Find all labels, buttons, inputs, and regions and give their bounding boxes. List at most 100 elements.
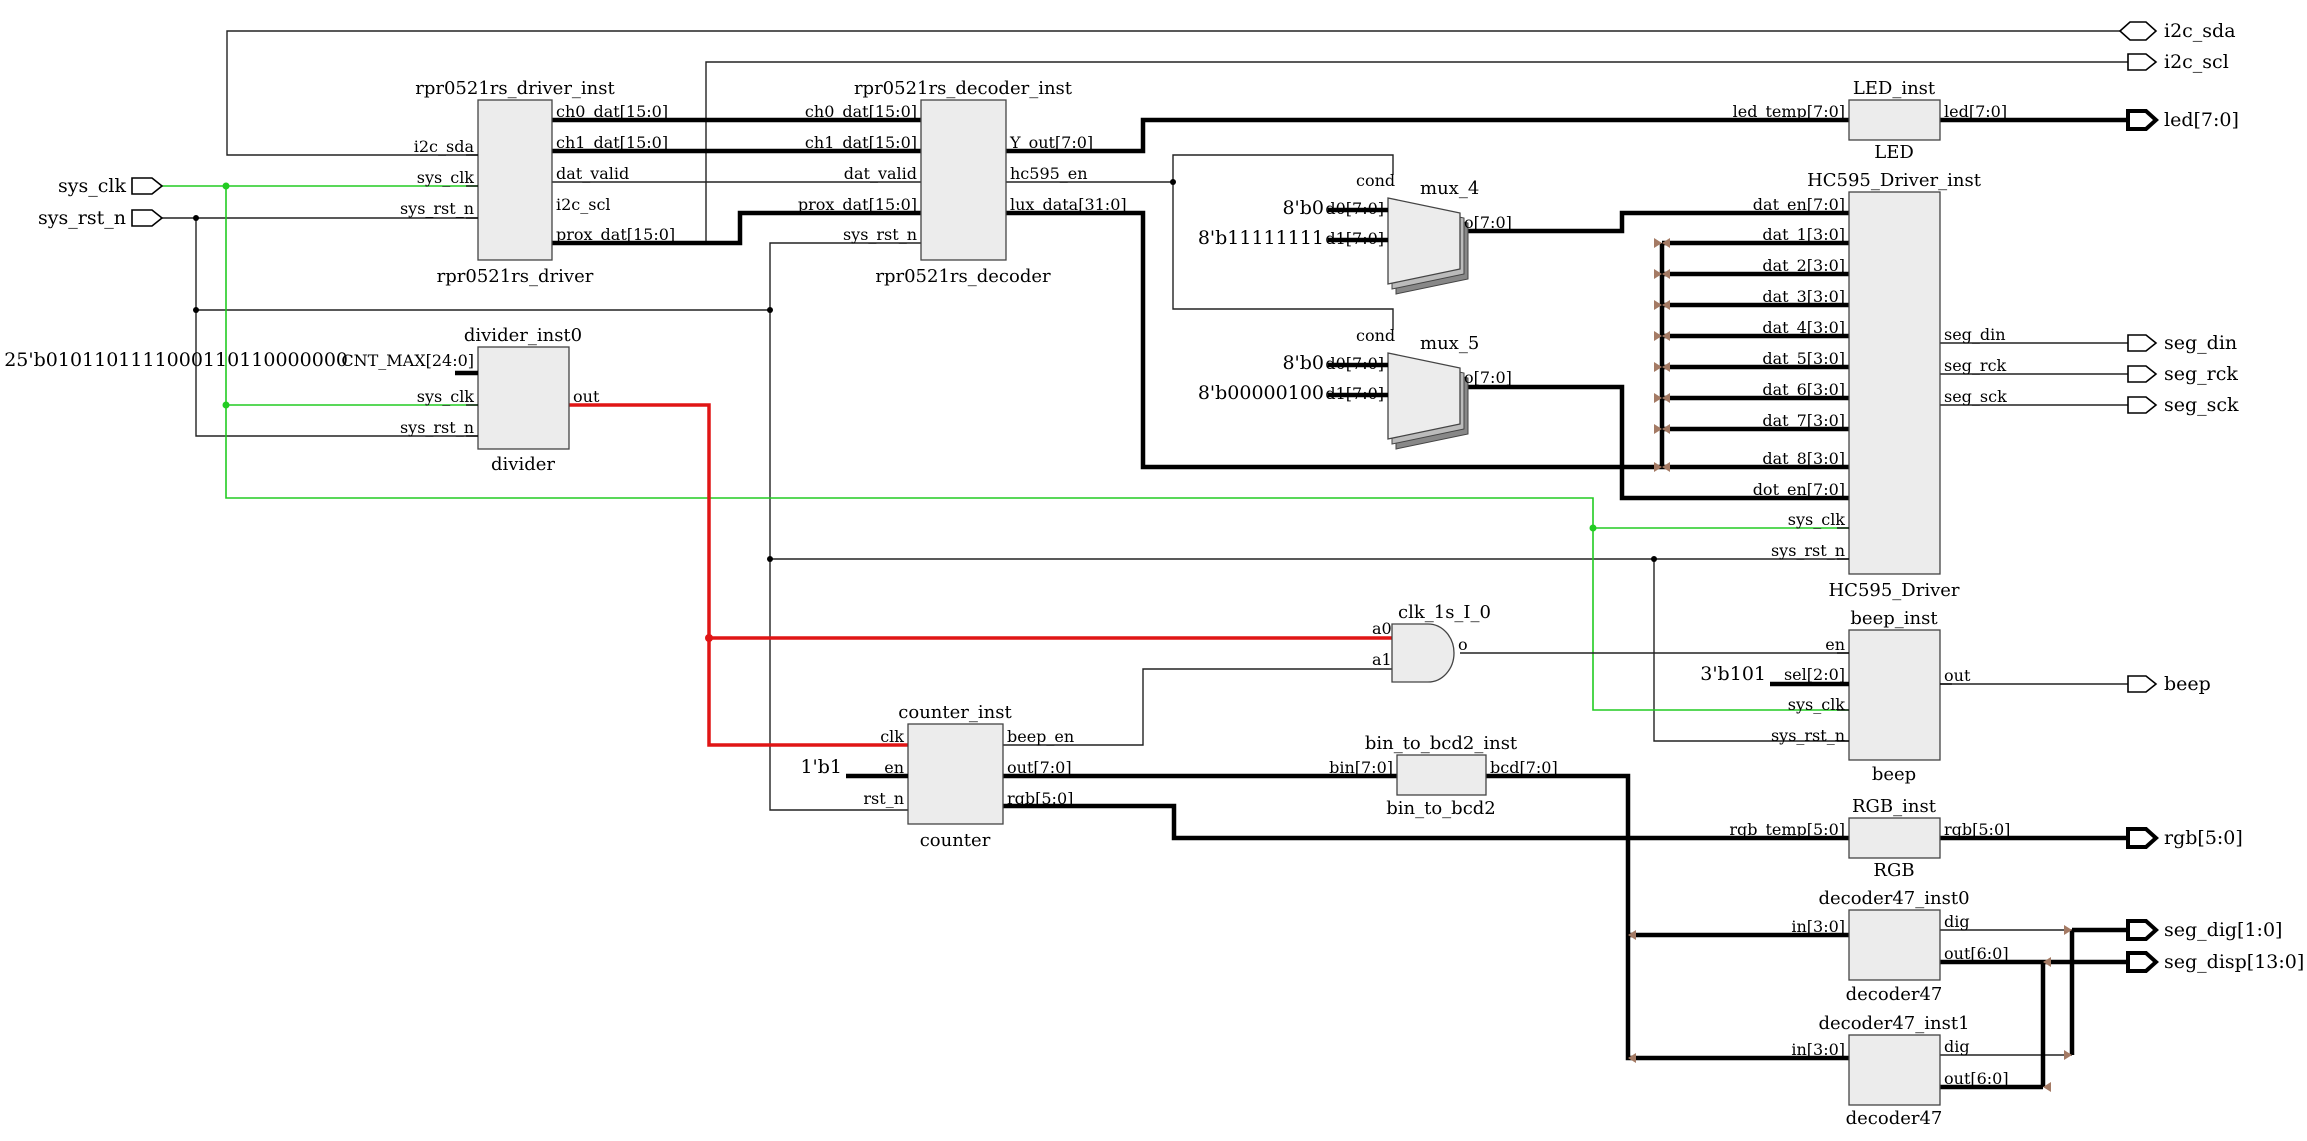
module-type: beep (1872, 764, 1916, 785)
port-label: seg_sck (2164, 394, 2239, 416)
module-rgb[interactable]: RGB_inst RGB rgb_temp[5:0] rgb[5:0] (1729, 796, 2010, 881)
port-seg-dig[interactable]: seg_dig[1:0] (2126, 919, 2282, 941)
pin-label: dat_en[7:0] (1753, 195, 1845, 214)
port-beep[interactable]: beep (2127, 673, 2211, 695)
pin-label: out (1944, 666, 1971, 685)
module-type: bin_to_bcd2 (1386, 798, 1496, 819)
pin-label: dat_valid (556, 164, 629, 183)
instance-name: RGB_inst (1852, 796, 1937, 817)
constant: 8'b0 (1282, 352, 1324, 374)
module-hc595-driver[interactable]: HC595_Driver_inst HC595_Driver dat_en[7:… (1753, 170, 2007, 601)
constant: 25'b0101101111000110110000000 (4, 349, 348, 371)
module-rpr0521rs-driver[interactable]: rpr0521rs_driver_inst rpr0521rs_driver i… (400, 78, 675, 287)
module-rpr0521rs-decoder[interactable]: rpr0521rs_decoder_inst rpr0521rs_decoder… (798, 78, 1127, 287)
port-i2c-scl[interactable]: i2c_scl (2127, 51, 2229, 73)
pin-label: prox_dat[15:0] (798, 195, 917, 214)
module-type: rpr0521rs_driver (437, 266, 594, 287)
pin-label: dat_3[3:0] (1762, 287, 1845, 306)
module-bin-to-bcd2[interactable]: bin_to_bcd2_inst bin_to_bcd2 bin[7:0] bc… (1329, 733, 1558, 819)
pin-label: led[7:0] (1944, 102, 2007, 121)
pin-label: bin[7:0] (1329, 758, 1393, 777)
and-gate-clk-1s[interactable]: clk_1s_I_0 a0 a1 o (1372, 602, 1491, 683)
pin-label: sys_rst_n (1771, 541, 1845, 560)
pin-label: prox_dat[15:0] (556, 225, 675, 244)
module-counter[interactable]: counter_inst counter clk en rst_n beep_e… (800, 702, 1074, 851)
port-seg-din[interactable]: seg_din (2127, 332, 2237, 354)
pin-label: dat_1[3:0] (1762, 225, 1845, 244)
pin-label: out[6:0] (1944, 1069, 2009, 1088)
wires (160, 30, 2128, 1090)
pin-label: rgb[5:0] (1944, 820, 2010, 839)
instance-name: decoder47_inst1 (1818, 1013, 1969, 1034)
pin-label: sys_clk (417, 387, 475, 406)
module-type: HC595_Driver (1828, 580, 1959, 601)
pin-label: Y_out[7:0] (1009, 133, 1093, 152)
port-label: beep (2164, 673, 2211, 695)
pin-label: seg_sck (1944, 387, 2007, 406)
mux-5[interactable]: mux_5 cond d0[7:0] d1[7:0] o[7:0] 8'b0 8… (1198, 326, 1512, 450)
pin-label: CNT_MAX[24:0] (341, 351, 474, 370)
pin-label: dat_6[3:0] (1762, 380, 1845, 399)
instance-name: HC595_Driver_inst (1807, 170, 1982, 191)
port-seg-rck[interactable]: seg_rck (2127, 363, 2238, 385)
pin-label: lux_data[31:0] (1010, 195, 1127, 214)
module-divider[interactable]: divider_inst0 divider CNT_MAX[24:0] sys_… (4, 325, 600, 475)
pin-label: seg_din (1944, 325, 2006, 344)
pin-label: sys_clk (1788, 510, 1846, 529)
instance-name: counter_inst (898, 702, 1012, 723)
pin-label: sys_rst_n (400, 418, 474, 437)
pin-label: en (1825, 635, 1845, 654)
module-type: decoder47 (1846, 1108, 1943, 1129)
port-label: led[7:0] (2164, 109, 2239, 131)
top-ports: sys_clk sys_rst_n i2c_sda i2c_scl led[7:… (38, 20, 2304, 973)
pin-label: sys_clk (417, 168, 475, 187)
module-led[interactable]: LED_inst LED led_temp[7:0] led[7:0] (1733, 78, 2007, 163)
pin-label: seg_rck (1944, 356, 2007, 375)
pin-label: beep_en (1007, 727, 1074, 746)
module-decoder47-1[interactable]: decoder47_inst1 decoder47 in[3:0] dig ou… (1791, 1013, 2008, 1129)
port-seg-sck[interactable]: seg_sck (2127, 394, 2239, 416)
pin-label: dat_2[3:0] (1762, 256, 1845, 275)
bus-rippers (1628, 238, 2072, 1092)
port-label: seg_rck (2164, 363, 2238, 385)
port-label: sys_clk (58, 175, 126, 197)
module-beep[interactable]: beep_inst beep en sel[2:0] sys_clk sys_r… (1700, 608, 1971, 785)
port-sys-rst-n[interactable]: sys_rst_n (38, 207, 164, 229)
port-label: seg_disp[13:0] (2164, 951, 2304, 973)
instance-name: LED_inst (1853, 78, 1936, 99)
module-type: divider (491, 454, 555, 475)
pin-label: hc595_en (1010, 164, 1088, 183)
instance-name: rpr0521rs_decoder_inst (854, 78, 1073, 99)
port-label: sys_rst_n (38, 207, 126, 229)
pin-label: dat_7[3:0] (1762, 411, 1845, 430)
mux-4[interactable]: mux_4 cond d0[7:0] d1[7:0] o[7:0] 8'b0 8… (1198, 171, 1512, 295)
port-rgb[interactable]: rgb[5:0] (2126, 827, 2243, 849)
port-sys-clk[interactable]: sys_clk (58, 175, 164, 197)
module-type: counter (920, 830, 991, 851)
module-type: LED (1874, 142, 1914, 163)
pin-stubs (466, 154, 1952, 742)
instance-name: clk_1s_I_0 (1398, 602, 1491, 623)
pin-label: in[3:0] (1791, 917, 1845, 936)
instance-name: rpr0521rs_driver_inst (415, 78, 615, 99)
port-label: i2c_sda (2164, 20, 2236, 42)
pin-label: dot_en[7:0] (1753, 480, 1845, 499)
instance-name: mux_4 (1420, 178, 1479, 199)
pin-label: dig (1944, 912, 1970, 931)
instance-name: decoder47_inst0 (1818, 888, 1969, 909)
instance-name: mux_5 (1420, 333, 1479, 354)
module-decoder47-0[interactable]: decoder47_inst0 decoder47 in[3:0] dig ou… (1791, 888, 2008, 1005)
pin-label: a0 (1372, 619, 1392, 638)
port-i2c-sda[interactable]: i2c_sda (2118, 20, 2236, 42)
pin-label: out[6:0] (1944, 944, 2009, 963)
port-seg-disp[interactable]: seg_disp[13:0] (2126, 951, 2304, 973)
pin-label: en (884, 758, 904, 777)
port-led[interactable]: led[7:0] (2126, 109, 2239, 131)
pin-label: dat_5[3:0] (1762, 349, 1845, 368)
pin-label: sys_rst_n (400, 199, 474, 218)
pin-label: a1 (1372, 650, 1392, 669)
constant: 8'b0 (1282, 197, 1324, 219)
pin-label: i2c_sda (414, 137, 475, 156)
pin-label: sys_rst_n (843, 225, 917, 244)
